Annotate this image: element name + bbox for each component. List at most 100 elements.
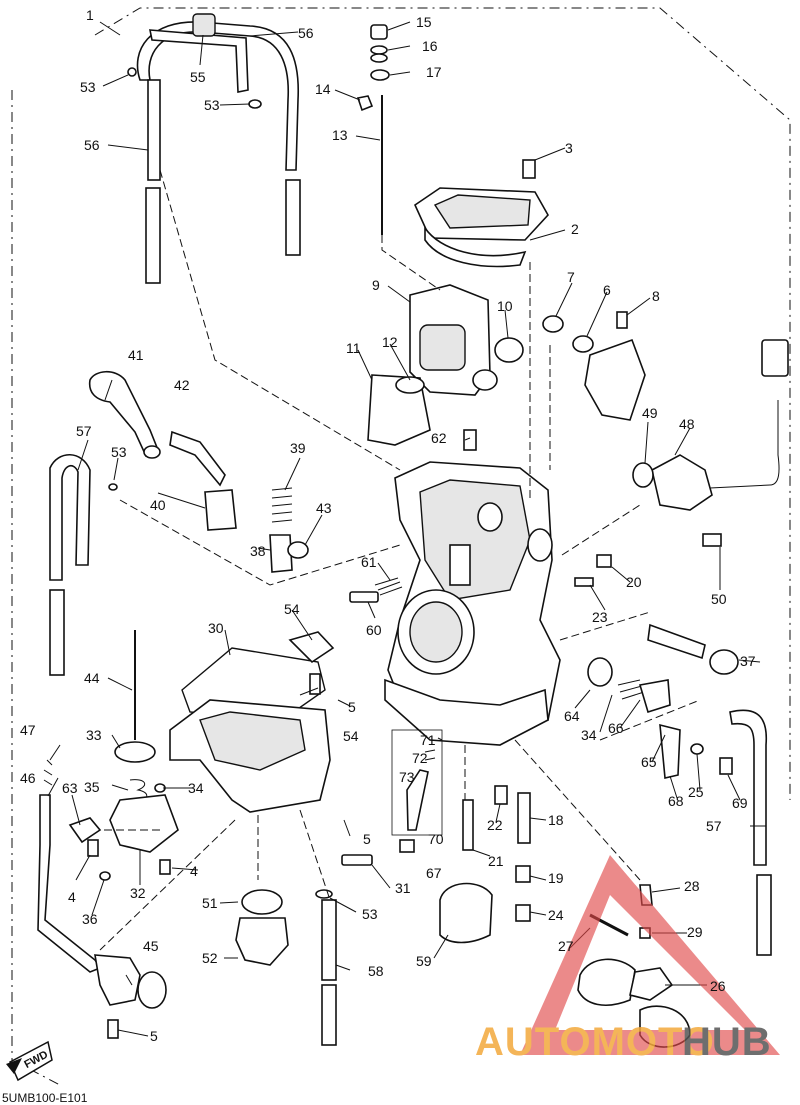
callout-59: 59 (416, 953, 432, 969)
callout-22: 22 (487, 817, 503, 833)
callout-2: 2 (571, 221, 579, 237)
callout-33: 33 (86, 727, 102, 743)
throttle-cable-adjuster (37, 759, 167, 1039)
accelerator-pump-diaphragm (577, 884, 691, 1048)
callout-57: 57 (76, 423, 92, 439)
callout-7: 7 (567, 269, 575, 285)
callout-40: 40 (150, 497, 166, 513)
callout-60: 60 (366, 622, 382, 638)
bowl-drain-and-hoses (235, 854, 493, 1046)
callout-47: 47 (20, 722, 36, 738)
callout-31: 31 (395, 880, 411, 896)
callout-69: 69 (732, 795, 748, 811)
callout-9: 9 (372, 277, 380, 293)
callout-71: 71 (420, 732, 436, 748)
callout-5: 5 (348, 699, 356, 715)
callout-8: 8 (652, 288, 660, 304)
watermark-text-a: AUTOMOTO (475, 1020, 715, 1064)
callout-51: 51 (202, 895, 218, 911)
callout-58: 58 (368, 963, 384, 979)
callout-18: 18 (548, 812, 564, 828)
callout-50: 50 (711, 591, 727, 607)
callout-13: 13 (332, 127, 348, 143)
callout-1: 1 (86, 7, 94, 23)
callout-73: 73 (399, 769, 415, 785)
callout-32: 32 (130, 885, 146, 901)
callout-53: 53 (111, 444, 127, 460)
callout-34: 34 (581, 727, 597, 743)
callout-23: 23 (592, 609, 608, 625)
callout-41: 41 (128, 347, 144, 363)
callout-48: 48 (679, 416, 695, 432)
callout-12: 12 (382, 334, 398, 350)
watermark-triangle (520, 855, 780, 1055)
callout-36: 36 (82, 911, 98, 927)
callout-5: 5 (363, 831, 371, 847)
callout-53: 53 (204, 97, 220, 113)
callout-56: 56 (84, 137, 100, 153)
callout-64: 64 (564, 708, 580, 724)
callout-27: 27 (558, 938, 574, 954)
callout-49: 49 (642, 405, 658, 421)
callout-3: 3 (565, 140, 573, 156)
watermark-text-b: HUB (682, 1020, 772, 1064)
callout-26: 26 (710, 978, 726, 994)
callout-16: 16 (422, 38, 438, 54)
assembly-boundary (11, 7, 791, 1086)
callout-43: 43 (316, 500, 332, 516)
callout-54: 54 (343, 728, 359, 744)
callout-24: 24 (548, 907, 564, 923)
callout-54: 54 (284, 601, 300, 617)
callout-53: 53 (80, 79, 96, 95)
callout-57: 57 (706, 818, 722, 834)
callout-45: 45 (143, 938, 159, 954)
callout-68: 68 (668, 793, 684, 809)
callout-39: 39 (290, 440, 306, 456)
callout-20: 20 (626, 574, 642, 590)
callout-52: 52 (202, 950, 218, 966)
callout-19: 19 (548, 870, 564, 886)
throttle-lever-parts (542, 311, 646, 421)
callout-35: 35 (84, 779, 100, 795)
callout-61: 61 (361, 554, 377, 570)
float-bowl (169, 631, 335, 813)
throttle-valve-group (367, 284, 524, 446)
callout-44: 44 (84, 670, 100, 686)
callout-53: 53 (362, 906, 378, 922)
leader-lines (47, 21, 766, 1037)
callout-15: 15 (416, 14, 432, 30)
callout-62: 62 (431, 430, 447, 446)
callout-65: 65 (641, 754, 657, 770)
callout-28: 28 (684, 878, 700, 894)
pilot-screw-group (349, 429, 477, 603)
callout-72: 72 (412, 750, 428, 766)
callout-56: 56 (298, 25, 314, 41)
float-needle-assembly (68, 630, 179, 881)
top-cover (413, 159, 549, 268)
accelerator-pump-linkage (574, 554, 772, 956)
fwd-direction-badge: FWD (6, 1040, 53, 1082)
callout-11: 11 (346, 340, 361, 356)
callout-55: 55 (190, 69, 206, 85)
watermark: AUTOMOTO HUB (475, 855, 780, 1064)
callout-63: 63 (62, 780, 78, 796)
throttle-position-sensor (632, 339, 789, 547)
callout-42: 42 (174, 377, 190, 393)
callout-34: 34 (188, 780, 204, 796)
callout-4: 4 (190, 863, 198, 879)
callout-29: 29 (687, 924, 703, 940)
callout-5: 5 (150, 1028, 158, 1044)
callout-46: 46 (20, 770, 36, 786)
callout-10: 10 (497, 298, 513, 314)
callout-14: 14 (315, 81, 331, 97)
callout-70: 70 (428, 831, 444, 847)
callout-66: 66 (608, 720, 624, 736)
assembly-guide-lines (99, 169, 701, 951)
callout-25: 25 (688, 784, 704, 800)
choke-assembly (49, 370, 309, 676)
callout-21: 21 (488, 853, 504, 869)
vent-hose-assembly (127, 13, 301, 284)
callout-labels: 1 53 55 53 56 56 15 16 17 14 13 3 2 7 6 … (20, 7, 756, 1044)
callout-6: 6 (603, 282, 611, 298)
